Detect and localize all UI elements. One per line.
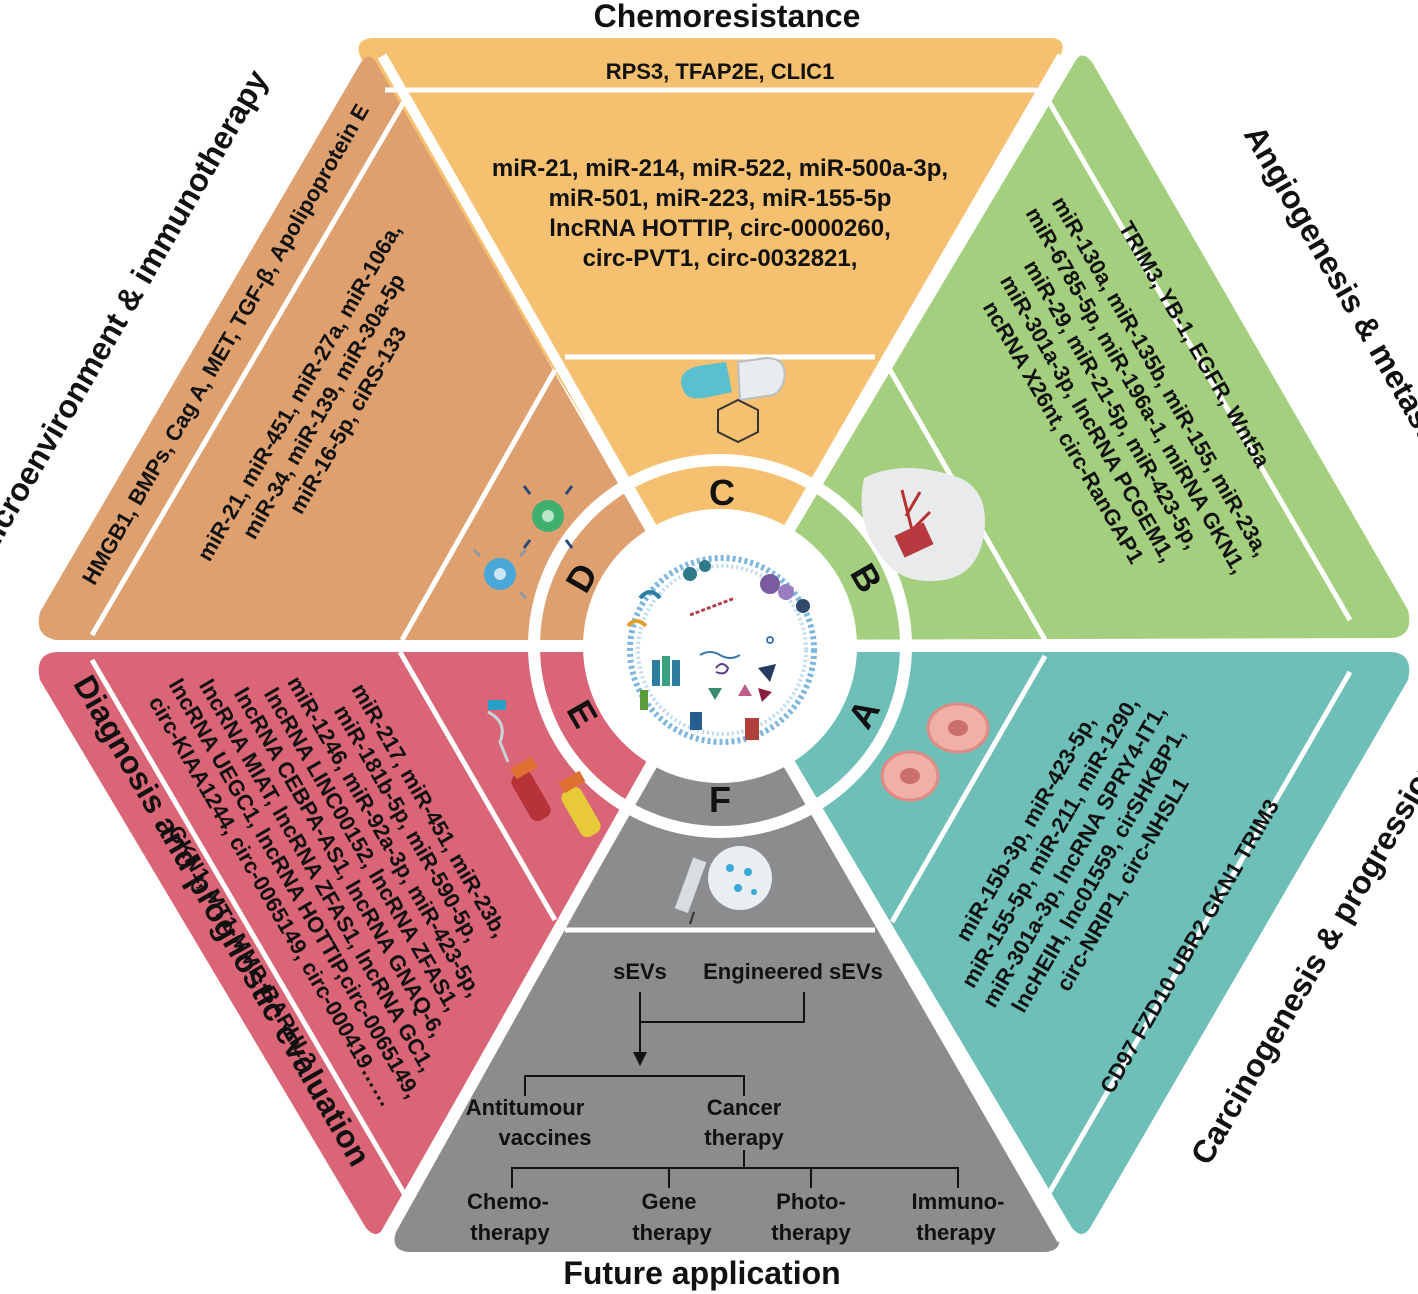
chemo-ncrna-line-1: miR-501, miR-223, miR-155-5p [549, 185, 892, 212]
sector-chemoresistance [358, 38, 1063, 640]
capsule-icon [681, 356, 786, 444]
blood-tube-icon [487, 700, 601, 838]
future-therapy-2-l2: therapy [771, 1220, 851, 1245]
future-therapy-3-l2: therapy [916, 1220, 996, 1245]
center-disc [592, 518, 848, 774]
future-antitumour-1: Antitumour [466, 1095, 585, 1120]
letter-F: F [709, 779, 731, 820]
future-therapy-0-l1: Chemo- [467, 1189, 549, 1214]
chemo-ncrna-line-2: lncRNA HOTTIP, circ-0000260, [549, 215, 890, 242]
sector-inner-lines [89, 87, 1353, 1197]
extracellular-vesicle-icon [626, 555, 817, 745]
letter-C: C [709, 472, 735, 513]
chemo-ncrna-line-3: circ-PVT1, circ-0032821, [583, 245, 858, 272]
chemo-proteins: RPS3, TFAP2E, CLIC1 [606, 59, 835, 84]
sector-microenvironment [38, 56, 708, 640]
future-flowchart: sEVs Engineered sEVs Antitumour vaccines… [466, 959, 1005, 1245]
future-therapy-1-l1: Gene [641, 1189, 696, 1214]
future-engineered: Engineered sEVs [703, 959, 883, 984]
future-therapy-1-l2: therapy [632, 1220, 712, 1245]
title-future: Future application [563, 1255, 840, 1291]
center-ring-white-inner [583, 509, 857, 783]
dividing-cell-icon [880, 702, 990, 802]
syringe-icon [674, 846, 772, 925]
future-sevs: sEVs [613, 959, 667, 984]
center-ring-white-outer [528, 454, 912, 838]
chemo-ncrna-line-0: miR-21, miR-214, miR-522, miR-500a-3p, [492, 155, 948, 182]
future-therapy-3-l1: Immuno- [912, 1189, 1005, 1214]
liver-icon [861, 468, 985, 582]
future-therapy-2-l1: Photo- [776, 1189, 846, 1214]
sector-future [394, 652, 1060, 1252]
future-therapy-0-l2: therapy [470, 1220, 550, 1245]
future-cancer-2: therapy [704, 1125, 784, 1150]
future-cancer-1: Cancer [707, 1095, 782, 1120]
future-antitumour-2: vaccines [499, 1125, 592, 1150]
title-chemoresistance: Chemoresistance [594, 0, 861, 34]
immune-cell-icon [472, 485, 574, 600]
